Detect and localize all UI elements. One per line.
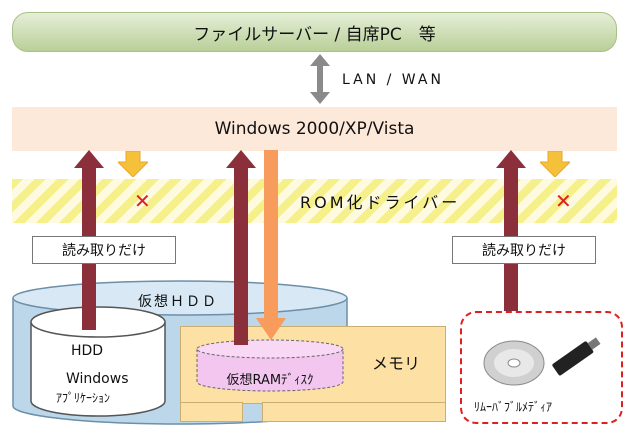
os-band: Windows 2000/XP/Vista (12, 107, 617, 151)
removable-media-label: ﾘﾑｰﾊﾞﾌﾞﾙﾒﾃﾞｨｱ (474, 400, 553, 414)
write-arrow-ramdisk (256, 150, 286, 340)
file-server-label: ファイルサーバー / 自席PC 等 (193, 24, 436, 45)
file-server-banner: ファイルサーバー / 自席PC 等 (12, 12, 617, 52)
block-mark-right-icon: ✕ (555, 189, 572, 213)
ram-disk-label: 仮想RAMﾃﾞｨｽｸ (226, 373, 314, 388)
read-only-label-right: 読み取りだけ (452, 236, 596, 264)
blocked-write-arrow-left (118, 151, 148, 177)
block-mark-left-icon: ✕ (134, 189, 151, 213)
blocked-write-arrow-right (540, 151, 570, 177)
read-only-text-right: 読み取りだけ (482, 243, 566, 259)
read-only-text-left: 読み取りだけ (62, 243, 146, 259)
memory-pins (180, 402, 446, 422)
removable-media-icon (483, 337, 601, 386)
usb-stick-icon (552, 337, 601, 376)
hdd-icon (30, 306, 166, 417)
cd-icon (483, 340, 545, 386)
ram-disk-icon (196, 339, 344, 392)
hdd-label: HDD (71, 343, 104, 359)
hdd-app-label: ｱﾌﾟﾘｹｰｼｮﾝ (56, 391, 111, 405)
network-link-icon (310, 54, 330, 104)
network-label: LAN / WAN (342, 72, 444, 88)
rom-driver-label: ROM化ドライバー (300, 193, 461, 212)
read-arrow-ramdisk (226, 150, 256, 345)
os-label: Windows 2000/XP/Vista (214, 119, 415, 139)
memory-label: メモリ (372, 354, 421, 373)
hdd-os-label: Windows (66, 371, 129, 387)
read-only-label-left: 読み取りだけ (32, 236, 176, 264)
virtual-hdd-label: 仮想ＨＤＤ (138, 294, 218, 310)
